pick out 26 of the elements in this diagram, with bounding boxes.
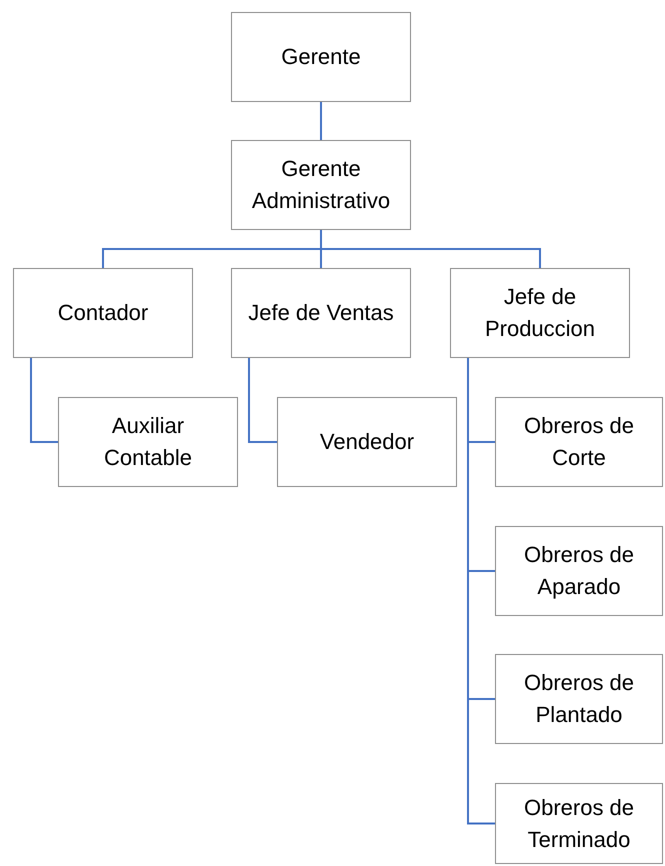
role-label: Vendedor	[320, 428, 414, 456]
role-label: Jefe de Ventas	[248, 299, 394, 327]
org-box	[231, 140, 411, 230]
org-box	[450, 268, 630, 358]
role-label: Jefe de Produccion	[484, 283, 596, 343]
role-label: Obreros de Terminado	[522, 794, 636, 854]
role-label: Contador	[58, 299, 148, 327]
org-box	[13, 268, 193, 358]
connector-line	[320, 230, 541, 268]
connector-line	[30, 358, 58, 443]
connector-line	[320, 102, 322, 140]
role-label: Gerente Administrativo	[250, 155, 392, 215]
role-label: Auxiliar Contable	[102, 412, 194, 472]
org-box	[495, 654, 663, 744]
org-box	[277, 397, 457, 487]
connector-line	[248, 358, 277, 443]
org-box	[495, 397, 663, 487]
org-box	[495, 783, 663, 864]
org-box	[495, 526, 663, 616]
role-label: Obreros de Plantado	[522, 669, 636, 729]
org-box	[58, 397, 238, 487]
role-label: Gerente	[281, 43, 361, 71]
role-label: Obreros de Aparado	[522, 541, 636, 601]
role-label: Obreros de Corte	[522, 412, 636, 472]
org-box	[231, 12, 411, 102]
org-box	[231, 268, 411, 358]
